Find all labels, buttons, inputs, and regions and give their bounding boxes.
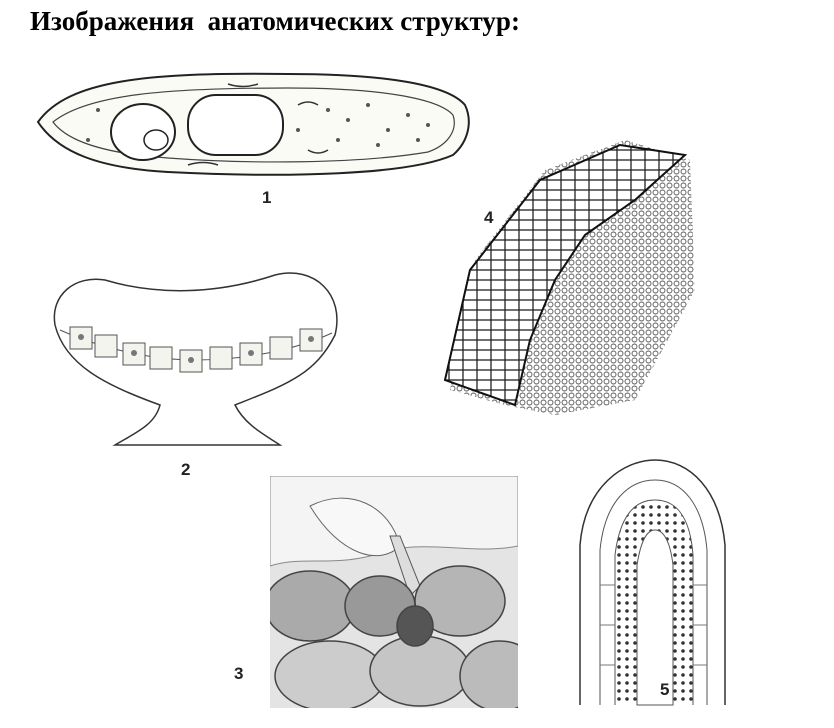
figure-5-label: 5 bbox=[660, 680, 670, 699]
figure-2-leaf-section bbox=[53, 272, 338, 446]
figure-1-label: 1 bbox=[262, 188, 272, 207]
figure-4-tissue-section bbox=[443, 140, 695, 415]
figure-3-label: 3 bbox=[234, 664, 244, 683]
figure-3-cell-illustration bbox=[270, 476, 518, 708]
figure-4-label: 4 bbox=[484, 208, 494, 227]
figure-5-root-tip bbox=[579, 459, 726, 706]
figure-1-elongated-cell bbox=[36, 72, 470, 176]
page-title: Изображения анатомических структур: bbox=[30, 6, 520, 36]
figure-2-label: 2 bbox=[181, 460, 191, 479]
